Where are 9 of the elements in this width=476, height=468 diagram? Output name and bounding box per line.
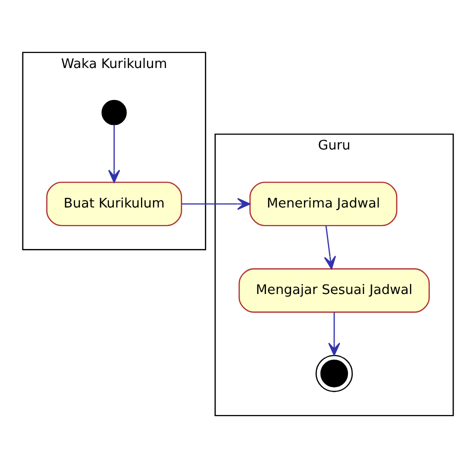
- node-box: Buat Kurikulum: [46, 182, 182, 226]
- node-box: Mengajar Sesuai Jadwal: [238, 268, 430, 313]
- arrow: [108, 124, 120, 183]
- node-circle: [316, 354, 353, 392]
- arrow: [182, 198, 250, 210]
- arrow: [324, 226, 336, 270]
- arrow: [328, 312, 340, 356]
- node-box: Menerima Jadwal: [249, 182, 398, 226]
- node-circle: [102, 100, 127, 126]
